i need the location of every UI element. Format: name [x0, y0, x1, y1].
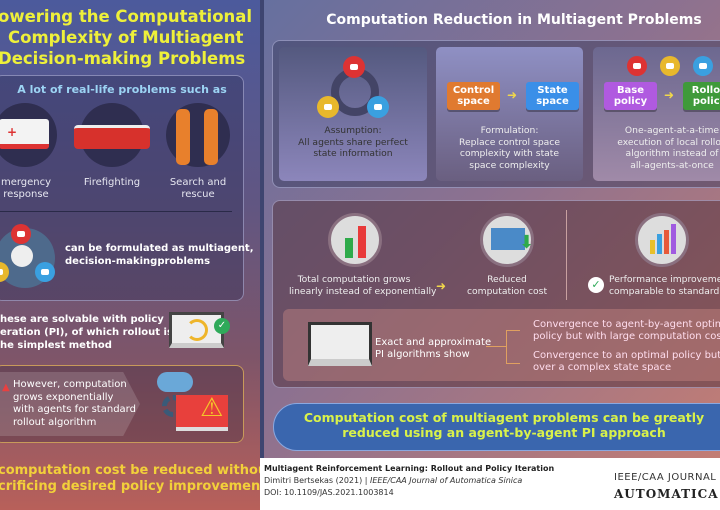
reduced-cost-icon: ⬇	[480, 213, 534, 267]
however-arrow-shape	[0, 372, 140, 436]
ambulance-icon: +	[0, 103, 57, 167]
formulation-panel	[436, 47, 583, 181]
conclusion-text: Computation cost of multiagent problems …	[303, 410, 705, 440]
alert-marker-icon: ▲	[2, 382, 10, 393]
check-icon: ✓	[214, 318, 230, 334]
formulated-text: can be formulated as multiagent,decision…	[65, 243, 254, 267]
robot-red-icon	[627, 56, 647, 76]
robot-blue-icon	[693, 56, 713, 76]
title-line-3: Decision-making Problems	[0, 49, 246, 68]
rescuers-icon	[166, 103, 230, 167]
bar-chart-icon	[635, 213, 689, 267]
title-line-1: owering the Computational	[0, 7, 253, 26]
paper-citation: Dimitri Bertsekas (2021) | IEEE/CAA Jour…	[264, 476, 523, 485]
conclusion-banner	[273, 403, 720, 451]
footer: Multiagent Reinforcement Learning: Rollo…	[260, 458, 720, 510]
divider	[566, 210, 567, 300]
growth-arrows-icon	[328, 213, 382, 267]
right-title: Computation Reduction in Multiagent Prob…	[326, 12, 702, 28]
cloud-icon	[157, 372, 193, 392]
right-panel: Computation Reduction in Multiagent Prob…	[260, 0, 720, 458]
left-panel: owering the Computational Complexity of …	[0, 0, 260, 510]
monitor-icon	[308, 322, 372, 366]
laptop-warning-icon	[176, 395, 228, 431]
shared-state-robots-icon	[317, 56, 389, 118]
branch-connector	[486, 346, 506, 347]
check-icon: ✓	[588, 277, 604, 293]
rollout-policy-chip: Rolloupolicy	[683, 82, 720, 110]
problem-label-firefighting: Firefighting	[83, 177, 141, 188]
paper-doi[interactable]: DOI: 10.1109/JAS.2021.1003814	[264, 488, 394, 497]
problems-heading: A lot of real-life problems such as	[17, 83, 227, 96]
journal-name: IEEE/CAA Journal of Automatica Sinica	[370, 476, 523, 485]
journal-logo-line-2: AUTOMATICA SI	[614, 487, 720, 501]
divider	[0, 211, 232, 212]
title-line-2: Complexity of Multiagent	[8, 28, 244, 47]
journal-logo-line-1: IEEE/CAA JOURNAL	[614, 472, 717, 483]
arrow-icon: ➜	[507, 88, 518, 102]
branch-lines	[506, 330, 520, 364]
multiagent-robots-icon	[0, 224, 55, 288]
robot-yellow-icon	[660, 56, 680, 76]
warning-icon: ⚠	[200, 393, 224, 423]
arrow-icon: ➜	[664, 88, 675, 102]
arrow-icon: ➜	[436, 279, 447, 293]
paper-title: Multiagent Reinforcement Learning: Rollo…	[264, 464, 555, 473]
fire-truck-icon	[74, 103, 150, 167]
